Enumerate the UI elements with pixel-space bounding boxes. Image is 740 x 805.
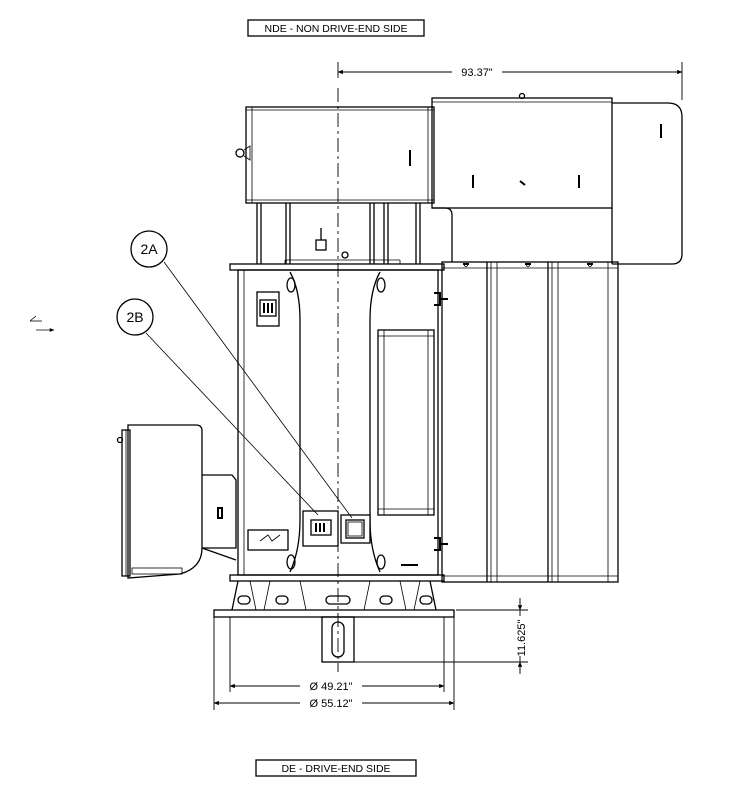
top-flange bbox=[229, 259, 445, 271]
bolt-circle-text: Ø 49.21" bbox=[309, 681, 352, 693]
callout-2b-text: 2B bbox=[126, 309, 143, 325]
nde-label: NDE - NON DRIVE-END SIDE bbox=[265, 23, 408, 35]
de-label-box: DE - DRIVE-END SIDE bbox=[255, 759, 417, 777]
shaft bbox=[321, 616, 355, 663]
bottom-flange bbox=[213, 574, 455, 618]
top-terminal-box bbox=[235, 106, 435, 204]
nde-label-box: NDE - NON DRIVE-END SIDE bbox=[247, 19, 425, 37]
heat-exchanger bbox=[401, 261, 619, 583]
base-diameter-text: Ø 55.12" bbox=[309, 698, 352, 710]
support-rods bbox=[256, 203, 421, 264]
side-brackets bbox=[434, 292, 448, 551]
callout-2a-text: 2A bbox=[140, 241, 158, 257]
dim-shaft-height: 11.625" bbox=[354, 598, 528, 674]
dim-bolt-circle: Ø 49.21" bbox=[229, 617, 445, 693]
dim-base-diameter: Ø 55.12" bbox=[213, 617, 455, 710]
terminal-block-2a bbox=[340, 514, 371, 544]
inner-window bbox=[377, 329, 435, 516]
de-label: DE - DRIVE-END SIDE bbox=[281, 763, 390, 775]
left-junction-box bbox=[116, 424, 237, 579]
shaft-height-text: 11.625" bbox=[516, 620, 528, 657]
dim-overall-width: 93.37" bbox=[337, 62, 683, 100]
direction-arrow-icon bbox=[29, 315, 55, 332]
callout-2b: 2B bbox=[116, 298, 319, 516]
overall-width-text: 93.37" bbox=[461, 67, 493, 79]
top-right-housing bbox=[431, 92, 683, 265]
callout-2a: 2A bbox=[130, 230, 353, 519]
terminal-block-2b bbox=[302, 510, 339, 547]
